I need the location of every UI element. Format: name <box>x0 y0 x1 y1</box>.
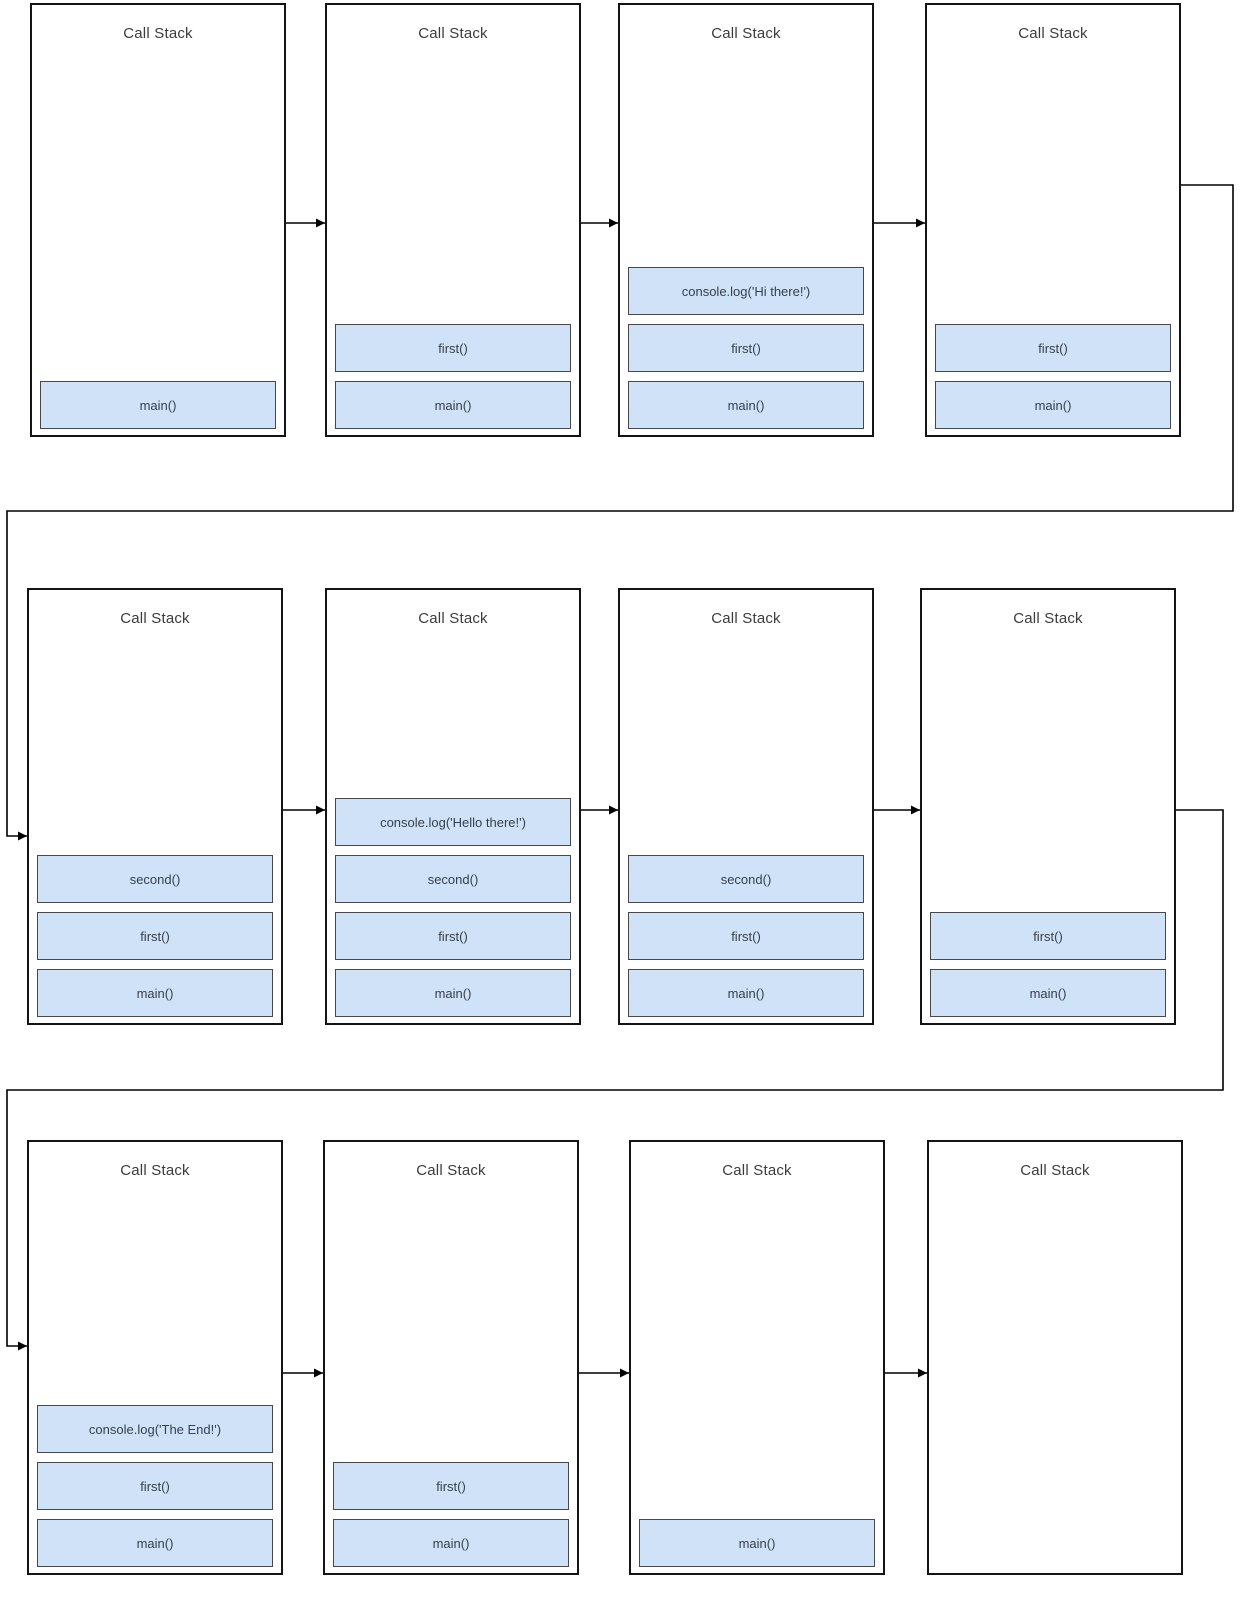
call-stack-panel-7: Call Stack second() first() main() <box>618 588 874 1025</box>
call-stack-panel-2: Call Stack first() main() <box>325 3 581 437</box>
stack-frame-first: first() <box>333 1462 569 1510</box>
stack-frame-first: first() <box>628 324 864 372</box>
panel-title: Call Stack <box>120 1162 190 1179</box>
stack-frame-first: first() <box>37 912 273 960</box>
stack-frame-second: second() <box>37 855 273 903</box>
stack-frames: console.log('The End!') first() main() <box>37 1405 273 1567</box>
stack-frame-main: main() <box>335 969 571 1017</box>
stack-frames: second() first() main() <box>628 855 864 1017</box>
panel-title: Call Stack <box>722 1162 792 1179</box>
stack-frames: first() main() <box>935 324 1171 429</box>
panel-title: Call Stack <box>1018 25 1088 42</box>
stack-frame-first: first() <box>930 912 1166 960</box>
stack-frame-second: second() <box>335 855 571 903</box>
stack-frame-main: main() <box>935 381 1171 429</box>
panel-title: Call Stack <box>711 610 781 627</box>
call-stack-panel-10: Call Stack first() main() <box>323 1140 579 1575</box>
panel-title: Call Stack <box>418 25 488 42</box>
panel-title: Call Stack <box>120 610 190 627</box>
call-stack-panel-4: Call Stack first() main() <box>925 3 1181 437</box>
stack-frame-main: main() <box>639 1519 875 1567</box>
stack-frame-first: first() <box>335 324 571 372</box>
stack-frames: first() main() <box>333 1462 569 1567</box>
panel-title: Call Stack <box>123 25 193 42</box>
panel-title: Call Stack <box>1013 610 1083 627</box>
stack-frames: console.log('Hello there!') second() fir… <box>335 798 571 1017</box>
stack-frame-main: main() <box>37 1519 273 1567</box>
stack-frame-main: main() <box>40 381 276 429</box>
stack-frame-main: main() <box>333 1519 569 1567</box>
stack-frame-console-log: console.log('Hello there!') <box>335 798 571 846</box>
panel-title: Call Stack <box>711 25 781 42</box>
stack-frame-main: main() <box>37 969 273 1017</box>
call-stack-panel-5: Call Stack second() first() main() <box>27 588 283 1025</box>
call-stack-panel-3: Call Stack console.log('Hi there!') firs… <box>618 3 874 437</box>
call-stack-panel-9: Call Stack console.log('The End!') first… <box>27 1140 283 1575</box>
stack-frames: second() first() main() <box>37 855 273 1017</box>
call-stack-panel-1: Call Stack main() <box>30 3 286 437</box>
stack-frame-console-log: console.log('Hi there!') <box>628 267 864 315</box>
stack-frames: first() main() <box>335 324 571 429</box>
stack-frames: first() main() <box>930 912 1166 1017</box>
stack-frame-first: first() <box>935 324 1171 372</box>
stack-frames: main() <box>40 381 276 429</box>
panel-title: Call Stack <box>418 610 488 627</box>
stack-frames: console.log('Hi there!') first() main() <box>628 267 864 429</box>
call-stack-panel-12: Call Stack <box>927 1140 1183 1575</box>
stack-frame-main: main() <box>628 381 864 429</box>
call-stack-panel-11: Call Stack main() <box>629 1140 885 1575</box>
stack-frame-main: main() <box>930 969 1166 1017</box>
stack-frames: main() <box>639 1519 875 1567</box>
stack-frame-first: first() <box>628 912 864 960</box>
stack-frame-first: first() <box>37 1462 273 1510</box>
call-stack-panel-8: Call Stack first() main() <box>920 588 1176 1025</box>
stack-frame-main: main() <box>335 381 571 429</box>
stack-frame-first: first() <box>335 912 571 960</box>
panel-title: Call Stack <box>416 1162 486 1179</box>
panel-title: Call Stack <box>1020 1162 1090 1179</box>
call-stack-panel-6: Call Stack console.log('Hello there!') s… <box>325 588 581 1025</box>
stack-frame-main: main() <box>628 969 864 1017</box>
stack-frame-console-log: console.log('The End!') <box>37 1405 273 1453</box>
stack-frame-second: second() <box>628 855 864 903</box>
